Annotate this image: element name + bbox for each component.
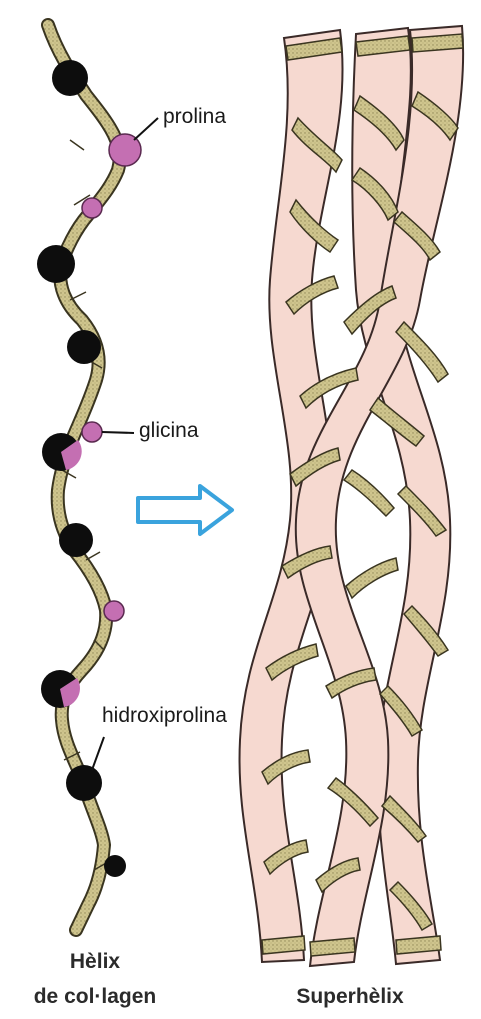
residue-glycine: [104, 601, 124, 621]
residue-dark: [59, 523, 93, 557]
caption-superhelix: Superhèlix: [275, 985, 425, 1009]
residue-dark: [67, 330, 101, 364]
residue-hydroxyproline: [66, 765, 102, 801]
residue-glycine: [82, 422, 102, 442]
caption-helix-title: Hèlix: [55, 950, 135, 974]
residue-dark: [52, 60, 88, 96]
residue-dark: [104, 855, 126, 877]
pointer-proline: [134, 118, 158, 140]
label-proline: prolina: [163, 105, 226, 129]
residue-glycine: [82, 198, 102, 218]
caption-helix-subtitle: de col·lagen: [10, 985, 180, 1009]
pointer-glycine: [102, 432, 134, 433]
pointer-hydroxyproline: [92, 737, 104, 770]
label-hydroxyproline: hidroxiprolina: [102, 704, 227, 728]
collagen-helix: [37, 25, 158, 930]
label-glycine: glicina: [139, 419, 199, 443]
arrow-icon: [138, 486, 232, 534]
residue-dark: [37, 245, 75, 283]
superhelix: [240, 26, 464, 966]
